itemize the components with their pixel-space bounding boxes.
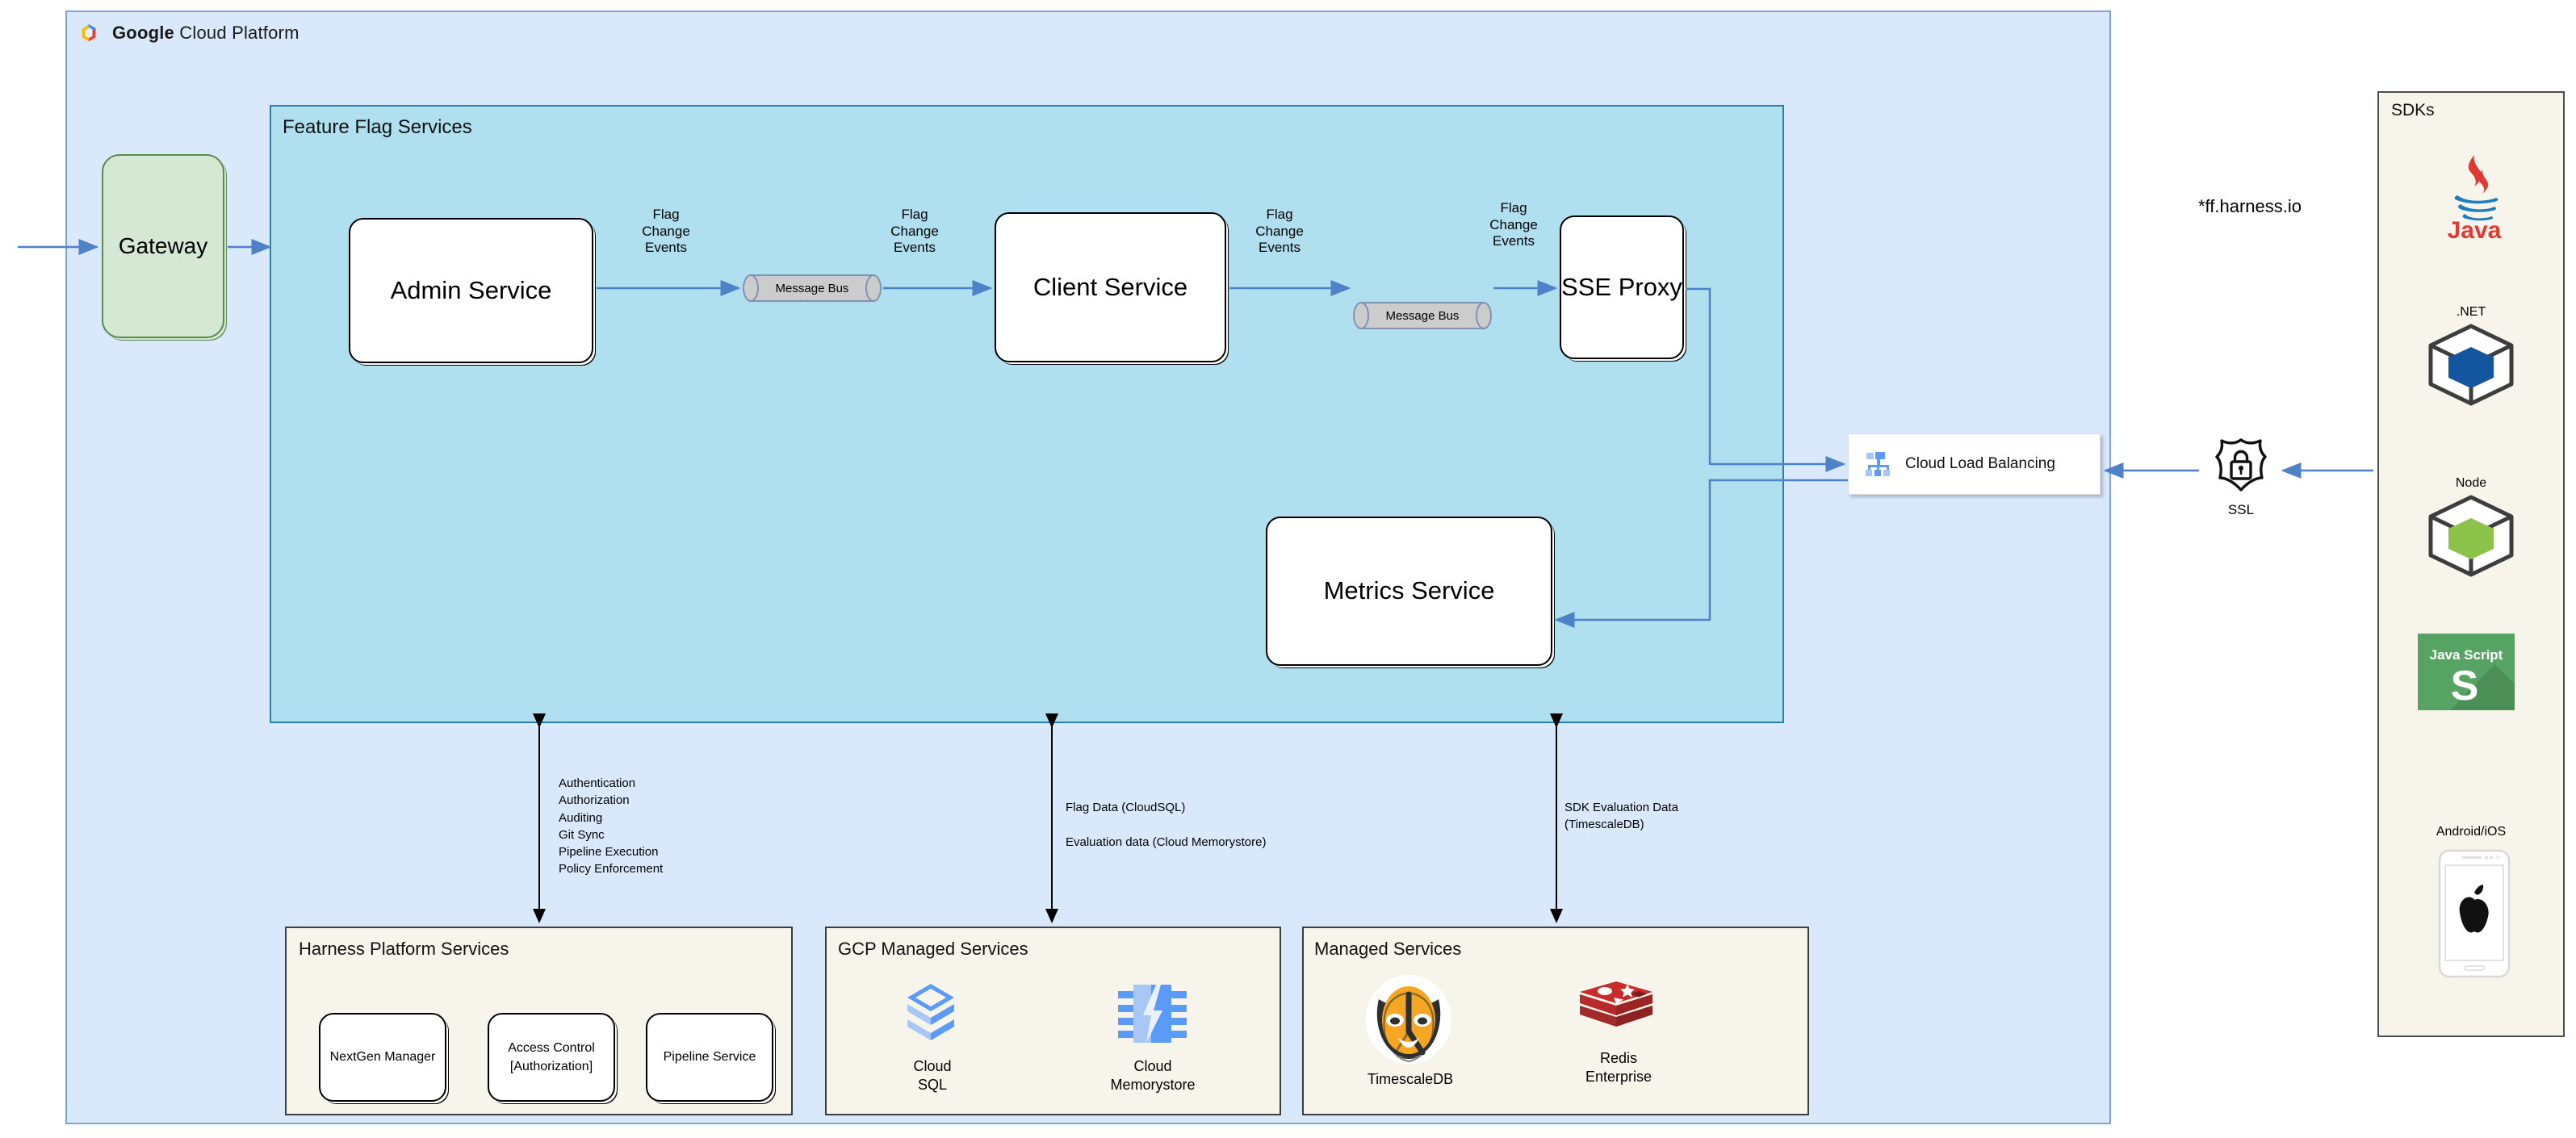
access-control-box[interactable]: Access Control [Authorization] bbox=[488, 1013, 615, 1102]
pipeline-service-label: Pipeline Service bbox=[663, 1050, 756, 1065]
gateway-label: Gateway bbox=[118, 233, 208, 259]
message-bus-2[interactable]: Message Bus bbox=[1353, 302, 1492, 329]
message-bus-1-body bbox=[750, 274, 874, 302]
cloud-sql-label: Cloud SQL bbox=[913, 1058, 952, 1093]
message-bus-2-cap-left bbox=[1353, 302, 1369, 329]
gcp-data-annotation: Flag Data (CloudSQL) Evaluation data (Cl… bbox=[1066, 801, 1267, 849]
google-cloud-logo-icon bbox=[82, 24, 96, 42]
cloud-sql-icon bbox=[903, 979, 959, 1052]
sse-proxy-box[interactable]: SSE Proxy bbox=[1560, 215, 1684, 359]
nextgen-manager-box[interactable]: NextGen Manager bbox=[319, 1013, 446, 1102]
message-bus-2-body bbox=[1360, 302, 1485, 329]
cloud-memorystore-icon bbox=[1114, 975, 1191, 1052]
mobile-label: Android/iOS bbox=[2436, 825, 2507, 839]
mobile-phone-apple-icon[interactable] bbox=[2438, 849, 2511, 978]
svg-text:S: S bbox=[2451, 663, 2479, 709]
timescaledb-tiger-icon bbox=[1364, 975, 1453, 1064]
gcp-title-rest: Cloud Platform bbox=[174, 23, 299, 43]
message-bus-1-label: Message Bus bbox=[775, 281, 849, 295]
admin-service-box[interactable]: Admin Service bbox=[349, 218, 593, 363]
gcp-managed-services-title: GCP Managed Services bbox=[838, 939, 1028, 959]
client-service-label: Client Service bbox=[1032, 272, 1188, 301]
cloud-load-balancing-icon bbox=[1866, 452, 1890, 476]
javascript-logo-icon[interactable]: Java Script S bbox=[2418, 634, 2515, 710]
cloud-load-balancing-box[interactable]: Cloud Load Balancing bbox=[1848, 433, 2101, 495]
cloud-memorystore-label: Cloud Memorystore bbox=[1110, 1058, 1196, 1093]
message-bus-2-cap-right bbox=[1476, 302, 1492, 329]
redis-icon bbox=[1576, 978, 1657, 1044]
edge-label-bus1-to-client: Flag Change Events bbox=[890, 207, 939, 256]
cloud-load-balancing-label: Cloud Load Balancing bbox=[1905, 455, 2055, 472]
metrics-service-box[interactable]: Metrics Service bbox=[1266, 517, 1552, 666]
node-cube-icon[interactable] bbox=[2426, 494, 2516, 578]
ssl-caption: SSL bbox=[2227, 502, 2255, 517]
dotnet-label: .NET bbox=[2456, 305, 2486, 319]
pipeline-service-box[interactable]: Pipeline Service bbox=[646, 1013, 773, 1102]
edge-label-client-to-bus2: Flag Change Events bbox=[1255, 207, 1304, 256]
dotnet-cube-icon[interactable] bbox=[2426, 323, 2516, 407]
harness-platform-services-title: Harness Platform Services bbox=[299, 939, 509, 959]
edge-label-bus2-to-sse: Flag Change Events bbox=[1489, 200, 1538, 249]
redis-enterprise-label: Redis Enterprise bbox=[1585, 1050, 1652, 1085]
sse-proxy-label: SSE Proxy bbox=[1561, 272, 1682, 301]
svg-text:Java: Java bbox=[2448, 217, 2502, 242]
node-label: Node bbox=[2455, 476, 2487, 490]
gcp-title: Google Cloud Platform bbox=[112, 23, 299, 44]
message-bus-1[interactable]: Message Bus bbox=[743, 274, 882, 302]
gateway-box[interactable]: Gateway bbox=[102, 154, 224, 338]
client-service-box[interactable]: Client Service bbox=[995, 212, 1226, 362]
nextgen-manager-label: NextGen Manager bbox=[329, 1050, 436, 1065]
java-logo-icon[interactable]: Java bbox=[2438, 153, 2511, 244]
gcp-title-strong: Google bbox=[112, 23, 174, 43]
metrics-service-label: Metrics Service bbox=[1323, 576, 1495, 605]
ingress-domain-label: *ff.harness.io bbox=[2197, 196, 2302, 216]
managed-data-annotation: SDK Evaluation Data (TimescaleDB) bbox=[1564, 801, 1678, 832]
message-bus-1-cap-right bbox=[865, 274, 882, 302]
sdks-title: SDKs bbox=[2391, 101, 2435, 119]
message-bus-2-label: Message Bus bbox=[1385, 308, 1460, 323]
edge-label-admin-to-bus1: Flag Change Events bbox=[642, 207, 690, 256]
timescaledb-label: TimescaleDB bbox=[1367, 1071, 1454, 1087]
gcp-managed-services-container bbox=[825, 927, 1281, 1115]
message-bus-1-cap-left bbox=[743, 274, 759, 302]
svg-text:Java Script: Java Script bbox=[2430, 647, 2503, 663]
managed-services-title: Managed Services bbox=[1314, 939, 1462, 959]
gcp-header: Google Cloud Platform bbox=[77, 19, 416, 47]
access-control-label: Access Control [Authorization] bbox=[508, 1040, 595, 1073]
ssl-shield-lock-icon bbox=[2212, 436, 2270, 494]
harness-platform-annotation: Authentication Authorization Auditing Gi… bbox=[559, 776, 664, 877]
feature-flag-services-container bbox=[270, 105, 1784, 723]
feature-flag-services-title: Feature Flag Services bbox=[283, 116, 472, 138]
admin-service-label: Admin Service bbox=[390, 275, 552, 304]
